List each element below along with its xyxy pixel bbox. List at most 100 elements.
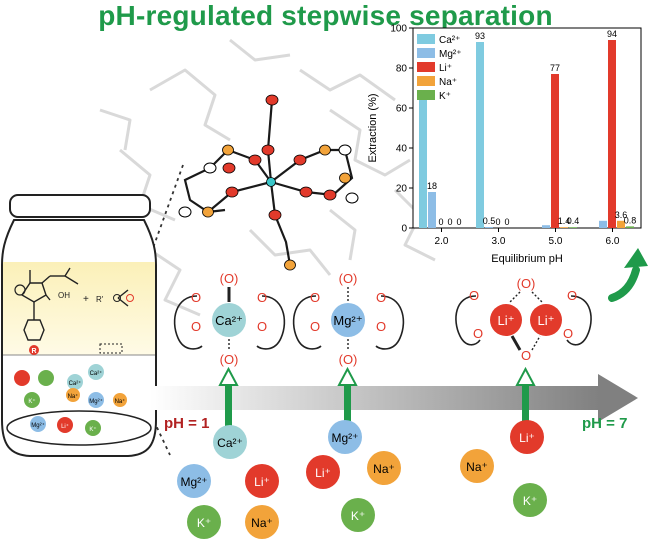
svg-text:O: O (191, 290, 201, 305)
jar-mg-ion-2 (30, 416, 46, 432)
jar-bottom-ellipse (6, 410, 152, 446)
legend-label-3: Na⁺ (439, 77, 457, 88)
x-tick-label: 5.0 (549, 236, 563, 247)
svg-text:Mg²⁺: Mg²⁺ (31, 422, 45, 429)
svg-text:Mg²⁺: Mg²⁺ (332, 431, 359, 445)
jar-k-ion-1 (38, 370, 54, 386)
chart-y-ticks: 0 20 40 60 80 100 (390, 24, 413, 235)
svg-text:O: O (376, 290, 386, 305)
data-label: 94 (607, 29, 617, 39)
svg-text:Mg²⁺: Mg²⁺ (89, 398, 103, 405)
x-tick-label: 3.0 (492, 236, 506, 247)
ph-low-label: pH = 1 (164, 415, 209, 432)
svg-text:Na⁺: Na⁺ (373, 462, 395, 476)
svg-text:K⁺: K⁺ (28, 398, 35, 405)
svg-text:Na⁺: Na⁺ (115, 398, 126, 405)
svg-text:K⁺: K⁺ (197, 516, 211, 530)
y-tick-label: 100 (390, 24, 407, 35)
svg-text:Li⁺: Li⁺ (519, 431, 535, 445)
data-label: 0.5 (483, 216, 496, 226)
svg-text:Ca²⁺: Ca²⁺ (217, 436, 243, 450)
svg-text:O: O (469, 288, 479, 303)
svg-text:Mg²⁺: Mg²⁺ (333, 313, 362, 328)
svg-text:O: O (310, 319, 320, 334)
svg-text:K⁺: K⁺ (89, 426, 96, 433)
bar-0-0 (419, 100, 427, 228)
x-tick-label: 2.0 (435, 236, 449, 247)
chart-plot-area (412, 27, 642, 229)
ph-high-label: pH = 7 (582, 415, 627, 432)
svg-text:Mg²⁺: Mg²⁺ (181, 475, 208, 489)
curved-up-arrow-icon (608, 248, 648, 302)
reagent-plus-sign: + (83, 294, 89, 305)
data-label: 1.4 (558, 216, 571, 226)
data-label: 3.6 (615, 210, 628, 220)
legend-swatch-1 (417, 48, 435, 58)
ion-mg-2 (328, 420, 362, 454)
coordination-complex (178, 94, 359, 271)
data-label: 0 (438, 217, 443, 227)
legend-swatch-3 (417, 76, 435, 86)
bar-1-2 (542, 225, 550, 228)
jar-organic-phase (3, 262, 155, 355)
li-complex-center-1 (490, 304, 522, 336)
legend-swatch-2 (417, 62, 435, 72)
bar-4-3 (626, 226, 634, 228)
y-tick-label: 0 (401, 224, 407, 235)
y-tick-label: 40 (396, 144, 408, 155)
svg-text:Ca²⁺: Ca²⁺ (215, 313, 243, 328)
ion-na-2 (367, 451, 401, 485)
svg-text:Na⁺: Na⁺ (68, 393, 79, 400)
jar-na-ion (66, 388, 80, 402)
svg-text:O: O (257, 290, 267, 305)
ca-complex-center (212, 303, 246, 337)
jar-ca-ion-2 (88, 364, 104, 380)
data-label: 0 (504, 217, 509, 227)
legend-swatch-0 (417, 34, 435, 44)
ca-complex: Ca²⁺ O O O O (O) (O) (173, 271, 286, 367)
jar-li-ion-2 (57, 417, 73, 433)
ion-k-1 (187, 505, 221, 539)
extraction-jar: R OH + R' Ca²⁺ Ca²⁺ Na⁺ K⁺ Mg²⁺ Na⁺ Mg²⁺… (1, 194, 157, 457)
ion-li-1 (245, 464, 279, 498)
green-up-arrows (218, 366, 536, 427)
central-metal-atom (266, 177, 276, 187)
legend-label-1: Mg²⁺ (439, 49, 462, 60)
legend-label-4: K⁺ (439, 91, 451, 102)
jar-na-ion-2 (113, 393, 127, 407)
chart-x-axis-label: Equilibrium pH (491, 253, 563, 265)
svg-text:(O): (O) (517, 276, 536, 291)
bar-3-2 (560, 227, 568, 228)
bar-0-1 (476, 42, 484, 228)
chart-bars (419, 40, 634, 228)
svg-text:K⁺: K⁺ (351, 509, 365, 523)
svg-text:Li⁺: Li⁺ (498, 313, 515, 328)
svg-text:(O): (O) (339, 352, 358, 367)
svg-text:Li⁺: Li⁺ (61, 423, 69, 430)
y-tick-label: 60 (396, 104, 408, 115)
svg-text:O: O (563, 326, 573, 341)
x-tick-label: 6.0 (606, 236, 620, 247)
y-tick-label: 80 (396, 64, 408, 75)
zoom-box (99, 343, 123, 354)
svg-text:Li⁺: Li⁺ (254, 475, 270, 489)
r-group-label: R (31, 348, 36, 355)
bar-1-3 (599, 220, 607, 228)
svg-text:K⁺: K⁺ (523, 494, 537, 508)
svg-text:(O): (O) (220, 271, 239, 286)
legend-label-2: Li⁺ (439, 63, 452, 74)
data-label: 0 (456, 217, 461, 227)
ion-li-3 (510, 420, 544, 454)
bar-1-1 (485, 227, 493, 228)
ion-k-3 (513, 483, 547, 517)
data-label: 0.8 (624, 215, 637, 225)
svg-text:O: O (257, 319, 267, 334)
data-label: 0 (495, 217, 500, 227)
y-tick-label: 20 (396, 184, 408, 195)
jar-ca-ion (67, 374, 83, 390)
mg-complex-center (331, 303, 365, 337)
reagent-r-prime-label: R' (96, 295, 104, 304)
bar-4-2 (569, 227, 577, 228)
figure-title: pH-regulated stepwise separation (98, 0, 553, 31)
